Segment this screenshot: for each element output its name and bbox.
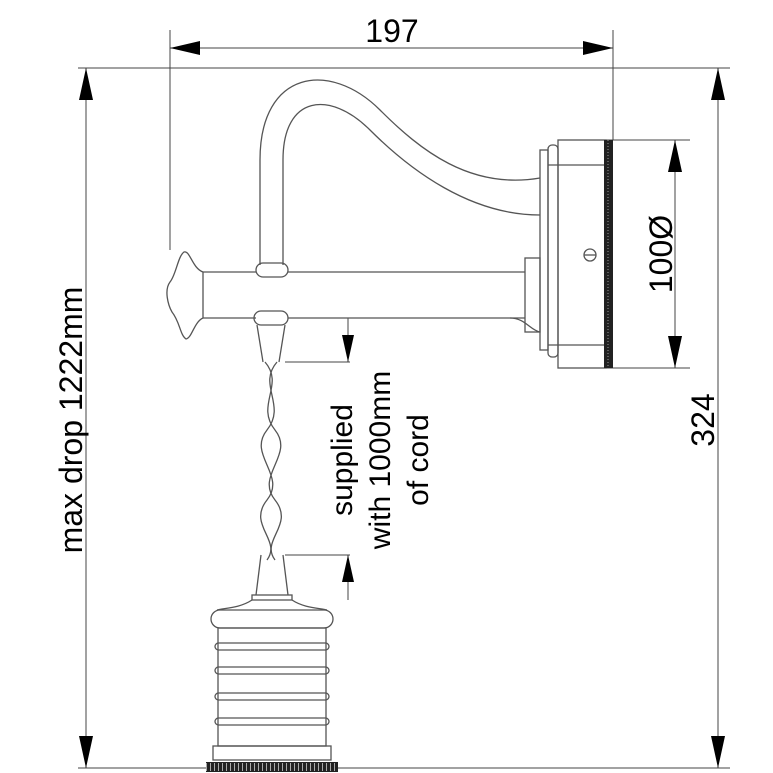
knurled-ring xyxy=(206,762,338,772)
arrowhead xyxy=(583,41,613,55)
wall-backplate xyxy=(539,139,613,369)
max-drop-label: max drop 1222mm xyxy=(53,287,89,554)
arrowhead xyxy=(668,336,682,368)
arrowhead xyxy=(711,736,725,768)
max-drop-dimension: max drop 1222mm xyxy=(53,68,93,768)
diameter-label: 100Ø xyxy=(643,215,679,293)
arrowhead xyxy=(342,555,354,582)
pendant-cord xyxy=(253,310,289,561)
cord-note-line1: supplied xyxy=(326,404,359,516)
cord-note-line2: with 1000mm xyxy=(364,371,397,550)
arrowhead xyxy=(711,68,725,100)
arrowhead xyxy=(170,41,200,55)
swan-neck-arm xyxy=(166,79,541,340)
cord-note-line3: of cord xyxy=(402,414,435,506)
arrowhead xyxy=(668,140,682,172)
arrowhead xyxy=(79,736,93,768)
diameter-dimension: 100Ø xyxy=(643,140,682,368)
cord-dimension: supplied with 1000mm of cord xyxy=(326,318,435,600)
arrowhead xyxy=(342,335,354,362)
lamp-holder xyxy=(206,554,338,772)
height-dimension: 324 xyxy=(685,68,725,768)
arrowhead xyxy=(79,68,93,100)
width-dimension: 197 xyxy=(170,13,613,55)
extension-lines xyxy=(78,30,730,769)
width-label: 197 xyxy=(365,13,418,49)
height-label: 324 xyxy=(685,393,721,446)
